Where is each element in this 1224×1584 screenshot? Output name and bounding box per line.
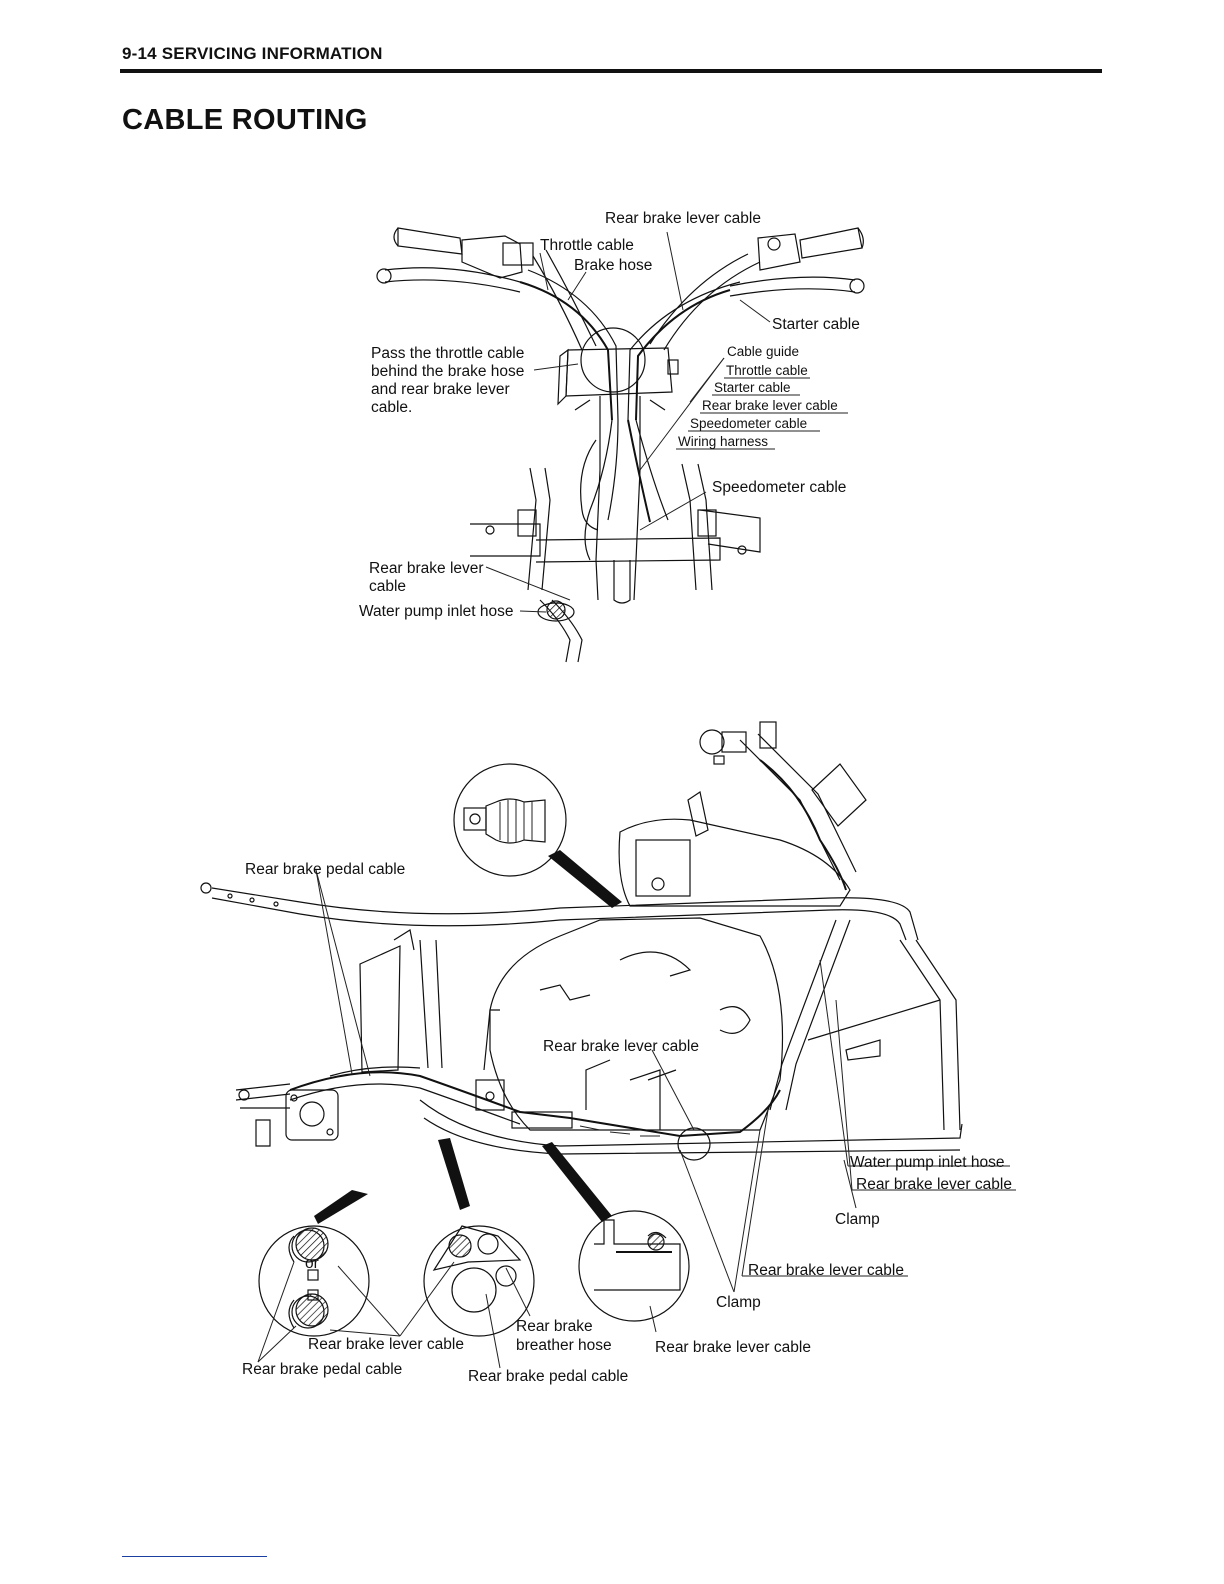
label-rear-brake-lever-1: Rear brake lever <box>369 560 484 577</box>
label-throttle-cable: Throttle cable <box>540 237 634 254</box>
label-rear-brake-lever-cable-mid: Rear brake lever cable <box>543 1038 699 1055</box>
label-guide-speedometer-cable: Speedometer cable <box>690 416 807 431</box>
label-rear-brake-lever-2: cable <box>369 578 406 595</box>
label-guide-rear-brake-lever-cable: Rear brake lever cable <box>702 398 838 413</box>
detail-circle-right <box>578 1210 690 1322</box>
footer-rule <box>122 1556 267 1557</box>
label-rear-brake-lever-cable-lower-right: Rear brake lever cable <box>748 1262 904 1279</box>
label-cable-guide: Cable guide <box>727 344 799 359</box>
label-speedometer-cable: Speedometer cable <box>712 479 846 496</box>
page-title: CABLE ROUTING <box>122 104 368 136</box>
label-rear-brake-lever-cable-bottom-left: Rear brake lever cable <box>308 1336 464 1353</box>
label-starter-cable: Starter cable <box>772 316 860 333</box>
label-water-pump-inlet-hose-side: Water pump inlet hose <box>850 1154 1005 1171</box>
header-rule <box>120 69 1102 73</box>
note-line-4: cable. <box>371 399 412 416</box>
label-rear-brake-lever-cable-right: Rear brake lever cable <box>856 1176 1012 1193</box>
label-guide-throttle-cable: Throttle cable <box>726 363 808 378</box>
label-clamp-upper: Clamp <box>835 1211 880 1228</box>
note-line-3: and rear brake lever <box>371 381 510 398</box>
detail-circle-left <box>258 1225 370 1337</box>
detail-circle-center <box>423 1225 535 1337</box>
label-rear-brake-lever-cable: Rear brake lever cable <box>605 210 761 227</box>
note-line-2: behind the brake hose <box>371 363 524 380</box>
handlebar-diagram: Rear brake lever cable Throttle cable Br… <box>359 210 865 663</box>
label-brake-hose: Brake hose <box>574 257 652 274</box>
label-guide-starter-cable: Starter cable <box>714 380 791 395</box>
label-water-pump-inlet-hose: Water pump inlet hose <box>359 603 514 620</box>
label-or: or <box>305 1255 319 1272</box>
label-rear-brake-breather-2: breather hose <box>516 1337 612 1354</box>
label-rear-brake-pedal-cable-top: Rear brake pedal cable <box>245 861 405 878</box>
label-rear-brake-lever-cable-bottom-right: Rear brake lever cable <box>655 1339 811 1356</box>
note-line-1: Pass the throttle cable <box>371 345 524 362</box>
label-rear-brake-pedal-cable-bottom-center: Rear brake pedal cable <box>468 1368 628 1385</box>
label-rear-brake-pedal-cable-bottom-left: Rear brake pedal cable <box>242 1361 402 1378</box>
label-rear-brake-breather-1: Rear brake <box>516 1318 593 1335</box>
label-clamp-lower: Clamp <box>716 1294 761 1311</box>
label-guide-wiring-harness: Wiring harness <box>678 434 768 449</box>
section-header: 9-14 SERVICING INFORMATION <box>122 44 383 63</box>
side-view-diagram: or Rear brak <box>200 721 1016 1385</box>
